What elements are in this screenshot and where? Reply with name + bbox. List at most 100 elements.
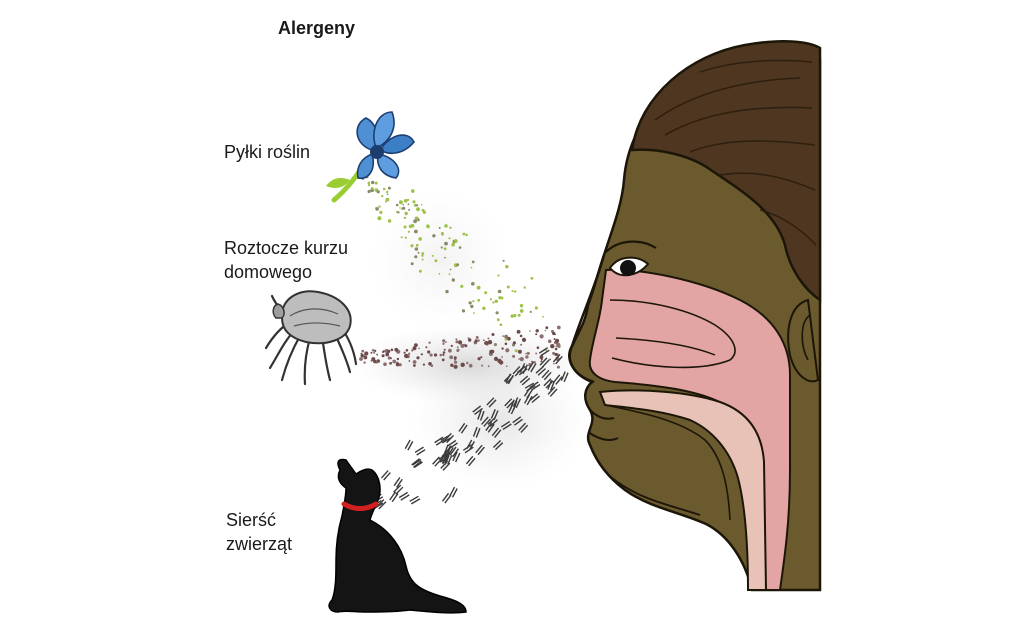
dander-particle: [465, 455, 476, 467]
eye: [605, 240, 657, 277]
pollen-particle: [494, 299, 498, 303]
dust-mite-particle: [373, 359, 377, 364]
dust-mite-particle: [382, 351, 384, 353]
dander-particle: [432, 456, 443, 467]
dander-particle: [560, 371, 569, 383]
dust-mite-particle: [387, 356, 391, 360]
pollen-particle: [432, 234, 436, 238]
pollen-particle: [418, 269, 422, 273]
pollen-particle: [434, 259, 438, 263]
dust-mite-particle: [517, 349, 522, 354]
dander-particle: [541, 369, 552, 381]
pollen-particle: [421, 258, 424, 261]
pollen-particle: [410, 223, 415, 228]
dander-particle: [452, 451, 461, 463]
dander-particle: [491, 427, 502, 439]
dust-mite-particle: [521, 337, 527, 342]
dust-mite-particle: [535, 352, 538, 355]
dust-mite-particle: [545, 326, 549, 330]
pollen-particle: [400, 236, 403, 239]
dust-mite-particle: [490, 349, 495, 354]
dust-mite-particle: [405, 349, 409, 352]
dust-mite-particle: [392, 359, 397, 364]
dust-mite-particle: [448, 348, 452, 353]
dander-particle: [519, 363, 528, 374]
pollen-particle: [375, 207, 379, 211]
pollen-particle: [511, 290, 514, 292]
pollen-particle: [489, 298, 492, 301]
dander-particle: [393, 484, 404, 495]
pollen-particle: [386, 190, 389, 194]
dust-mite-particle: [390, 348, 394, 352]
pet-dander-label: Sierść zwierząt: [226, 508, 292, 556]
dust-mite-particle: [519, 334, 523, 338]
dust-mite-particle: [425, 346, 428, 349]
dust-mite-particle: [408, 352, 411, 355]
dander-particle: [481, 416, 491, 427]
pollen-particle: [482, 306, 486, 310]
dust-mite-particle: [420, 353, 423, 356]
pollen-particle: [519, 309, 524, 313]
dust-mite-particle: [556, 365, 560, 369]
pollen-particle: [403, 225, 407, 229]
pollen-particle: [413, 203, 417, 207]
dust-mite-particle: [387, 349, 391, 353]
pollen-particle: [495, 311, 499, 315]
dander-particle: [529, 381, 541, 391]
pollen-particle: [484, 291, 488, 295]
flower-icon: [326, 111, 415, 203]
dust-mite-particle: [381, 354, 385, 358]
pollen-particle: [468, 301, 472, 305]
dust-mite-particle: [555, 338, 560, 343]
pollen-particle: [514, 349, 518, 353]
dust-mite-particle: [413, 364, 416, 367]
pollen-particle: [448, 237, 451, 240]
pollen-particle: [453, 239, 458, 243]
pollen-particle: [456, 263, 460, 267]
dander-particle: [439, 453, 449, 465]
dust-mite-particle: [363, 361, 366, 364]
dander-particle: [434, 436, 446, 446]
dust-mite-particle: [466, 361, 469, 365]
pollen-particle: [458, 246, 462, 249]
pollen-particle: [407, 230, 410, 233]
dust-mite-particle: [404, 353, 409, 359]
pollen-particle: [445, 289, 449, 294]
dust-mite-particle: [385, 352, 390, 357]
pollen-particle: [367, 181, 371, 185]
pollen-particle: [387, 219, 392, 223]
dust-mite-particle: [454, 360, 458, 364]
pollen-particle: [451, 242, 455, 247]
dust-mite-particles: [359, 325, 561, 369]
dust-mite-particle: [394, 347, 399, 352]
dust-mite-particle: [418, 347, 420, 350]
dust-mite-particle: [395, 362, 400, 367]
dust-mite-particle: [359, 357, 363, 361]
pollen-particle: [451, 278, 455, 282]
pollen-particle: [404, 211, 408, 216]
dust-mite-particle: [549, 358, 551, 361]
pollen-particle: [504, 338, 508, 341]
pollen-particle: [367, 183, 371, 187]
dander-particle: [475, 444, 485, 456]
dust-mite-particle: [442, 339, 446, 343]
dust-mite-particle: [539, 355, 544, 360]
pollen-particle: [417, 251, 420, 254]
pollen-particles: [361, 174, 561, 353]
dust-mite-particle: [487, 337, 490, 340]
dust-mite-particle: [505, 348, 510, 353]
pollen-particle: [412, 200, 416, 204]
dust-mite-particle: [456, 346, 459, 349]
pet-dander-label-line2: zwierząt: [226, 534, 293, 554]
head-profile-icon: [568, 40, 822, 592]
dander-particle: [472, 405, 483, 415]
dust-mite-particle: [439, 353, 443, 357]
dust-mite-particle: [443, 348, 446, 351]
dust-mite-particle: [547, 339, 552, 344]
dust-mite-particle: [512, 354, 516, 358]
dander-particle: [444, 445, 454, 457]
dust-mite-particle: [370, 359, 373, 362]
pollen-particle: [448, 273, 451, 276]
dust-mite-particle: [483, 339, 485, 342]
dust-mite-particle: [519, 357, 524, 362]
